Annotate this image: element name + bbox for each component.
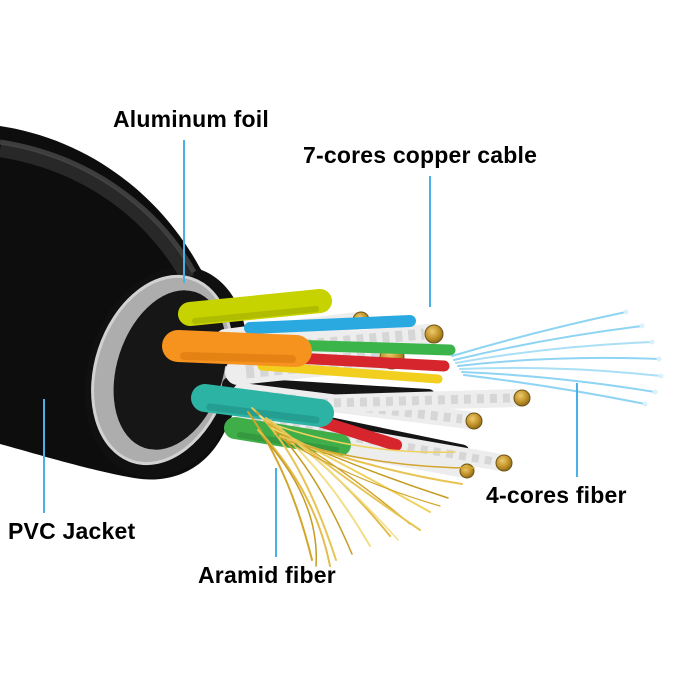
- copper-strand-end: [465, 412, 483, 430]
- optical-fiber: [463, 374, 646, 405]
- optical-fiber: [457, 356, 660, 367]
- optical-fiber: [453, 325, 643, 361]
- optical-fibers-group: [451, 309, 664, 407]
- aramid-strand: [247, 411, 313, 561]
- copper-strand-end: [513, 389, 531, 407]
- aramid-strand: [273, 433, 441, 507]
- aramid-strand: [283, 439, 475, 469]
- yellow-wire: [257, 361, 443, 384]
- orange-wire-shade: [180, 352, 296, 363]
- optical-fiber: [461, 371, 656, 393]
- fiber-tip: [639, 323, 645, 329]
- aramid-strand: [277, 425, 456, 454]
- label-fiber: 4-cores fiber: [486, 482, 627, 508]
- aramid-strand: [257, 429, 331, 567]
- optical-fiber: [451, 311, 627, 357]
- fiber-tip: [642, 401, 648, 407]
- fiber-tip: [652, 389, 658, 395]
- label-pvc-jacket: PVC Jacket: [8, 518, 136, 544]
- aramid-strand: [279, 435, 463, 485]
- optical-fiber: [459, 366, 662, 377]
- fiber-tip: [656, 356, 662, 362]
- orange-wire: [162, 330, 312, 367]
- label-copper-cable: 7-cores copper cable: [303, 142, 538, 168]
- fiber-tip: [658, 373, 664, 379]
- fiber-tip: [623, 309, 629, 315]
- aramid-fibers-group: [247, 407, 475, 567]
- teal-wire-shade: [206, 403, 320, 424]
- aramid-strand: [265, 417, 421, 531]
- copper-strand-end: [495, 454, 513, 472]
- copper-strand-end: [424, 324, 444, 344]
- leader-lines: [43, 140, 578, 557]
- optical-fiber: [455, 341, 653, 364]
- label-aramid-fiber: Aramid fiber: [198, 562, 336, 588]
- yellow-green-wire: [178, 289, 332, 326]
- blue-wire: [244, 315, 416, 334]
- teal-wire: [191, 384, 334, 427]
- aramid-strand: [261, 435, 317, 567]
- copper-strand-end: [459, 463, 475, 479]
- fiber-tip: [649, 339, 655, 345]
- label-aluminum-foil: Aluminum foil: [113, 106, 269, 132]
- yellow-green-wire-shade: [192, 306, 319, 324]
